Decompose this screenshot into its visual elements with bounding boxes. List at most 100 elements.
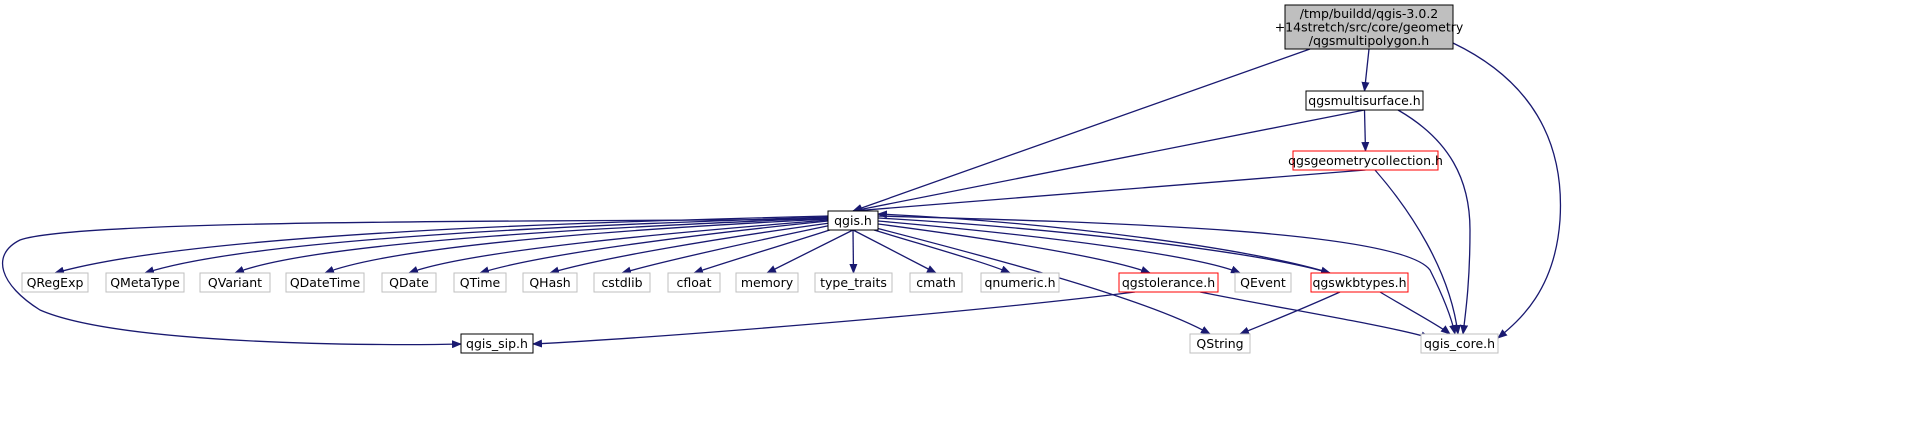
node-label: qgsmultisurface.h <box>1308 93 1420 108</box>
nodes-layer: /tmp/buildd/qgis-3.0.2+14stretch/src/cor… <box>21 4 1499 354</box>
node-box <box>827 210 879 231</box>
node-qgswkbtypes[interactable]: qgswkbtypes.h <box>1310 272 1409 293</box>
node-label: /qgsmultipolygon.h <box>1309 33 1429 48</box>
edge-qgsmultisurface-to-qgis_core <box>1397 109 1471 335</box>
edge-qgstolerance-to-qgis_sip <box>532 291 1136 348</box>
node-label: qgstolerance.h <box>1122 275 1215 290</box>
edge-qgis-to-memory <box>766 229 854 274</box>
edge-qgis-to-qgis_core <box>877 215 1458 335</box>
node-QMetaType[interactable]: QMetaType <box>105 272 185 293</box>
node-label: /tmp/buildd/qgis-3.0.2 <box>1300 6 1439 21</box>
node-box <box>460 333 534 354</box>
edge-qgis-to-cstdlib <box>621 224 833 275</box>
node-cmath[interactable]: cmath <box>909 272 963 293</box>
node-QTime[interactable]: QTime <box>453 272 507 293</box>
node-QEvent[interactable]: QEvent <box>1234 272 1292 293</box>
node-QVariant[interactable]: QVariant <box>199 272 271 293</box>
edge-qgis-to-QEvent <box>877 220 1241 274</box>
node-box <box>1189 333 1251 354</box>
edge-qgis-to-QRegExp <box>54 215 829 275</box>
node-box <box>199 272 271 293</box>
node-QHash[interactable]: QHash <box>522 272 578 293</box>
edge-qgsmultisurface-to-qgis <box>852 109 1365 214</box>
edge-qgis-to-type_traits <box>849 229 858 274</box>
node-label: type_traits <box>820 275 887 290</box>
node-qgsmultisurface[interactable]: qgsmultisurface.h <box>1305 90 1424 111</box>
edge-qgis-to-QTime <box>479 220 829 275</box>
edge-qgswkbtypes-to-qgis <box>877 210 1331 274</box>
node-box <box>909 272 963 293</box>
node-box <box>1420 333 1499 354</box>
edge-qgis-to-QMetaType <box>144 216 829 275</box>
node-label: cmath <box>916 275 956 290</box>
node-QRegExp[interactable]: QRegExp <box>21 272 89 293</box>
node-QDate[interactable]: QDate <box>381 272 437 293</box>
node-label: QEvent <box>1240 275 1286 290</box>
node-label: qgis.h <box>834 213 872 228</box>
edge-qgswkbtypes-to-qgis_core <box>1379 291 1451 335</box>
node-qgstolerance[interactable]: qgstolerance.h <box>1118 272 1219 293</box>
edge-qgis-to-QDateTime <box>324 218 829 274</box>
node-type_traits[interactable]: type_traits <box>814 272 893 293</box>
node-label: qgis_sip.h <box>466 336 528 351</box>
node-QDateTime[interactable]: QDateTime <box>285 272 365 293</box>
node-memory[interactable]: memory <box>735 272 799 293</box>
node-label: qgsgeometrycollection.h <box>1288 153 1443 168</box>
node-QString[interactable]: QString <box>1189 333 1251 354</box>
edge-qgis-to-QDate <box>408 219 829 274</box>
node-box <box>593 272 651 293</box>
node-qgis_sip[interactable]: qgis_sip.h <box>460 333 534 354</box>
node-qgis_core[interactable]: qgis_core.h <box>1420 333 1499 354</box>
edge-qgis-to-qgis_sip <box>2 218 829 349</box>
node-box <box>1284 4 1454 50</box>
node-qgsgeometrycollection[interactable]: qgsgeometrycollection.h <box>1288 150 1443 171</box>
node-label: QTime <box>460 275 501 290</box>
node-root[interactable]: /tmp/buildd/qgis-3.0.2+14stretch/src/cor… <box>1275 4 1464 50</box>
node-qgis[interactable]: qgis.h <box>827 210 879 231</box>
node-label: cstdlib <box>601 275 642 290</box>
node-label: QDateTime <box>290 275 361 290</box>
node-box <box>1310 272 1409 293</box>
edge-qgswkbtypes-to-QString <box>1239 291 1341 335</box>
edge-qgis-to-qgswkbtypes <box>877 217 1331 275</box>
node-label: cfloat <box>677 275 712 290</box>
node-label: QHash <box>529 275 570 290</box>
node-box <box>285 272 365 293</box>
edge-qgis-to-QString <box>875 227 1211 335</box>
node-box <box>1292 150 1439 171</box>
edge-qgsgeometrycollection-to-qgis_core <box>1374 169 1461 335</box>
node-qnumeric[interactable]: qnumeric.h <box>980 272 1060 293</box>
node-box <box>453 272 507 293</box>
node-label: QString <box>1196 336 1243 351</box>
edge-qgis-to-qnumeric <box>873 229 1011 274</box>
node-label: QMetaType <box>110 275 180 290</box>
node-box <box>814 272 893 293</box>
node-cfloat[interactable]: cfloat <box>667 272 721 293</box>
node-label: QVariant <box>208 275 262 290</box>
node-box <box>735 272 799 293</box>
edge-qgsmultisurface-to-qgsgeometrycollection <box>1361 109 1370 152</box>
node-box <box>1234 272 1292 293</box>
node-box <box>1118 272 1219 293</box>
node-label: qgis_core.h <box>1424 336 1495 351</box>
edge-qgis-to-QHash <box>549 222 831 275</box>
node-box <box>381 272 437 293</box>
node-label: qnumeric.h <box>984 275 1055 290</box>
edge-qgis-to-QVariant <box>234 217 829 274</box>
node-box <box>21 272 89 293</box>
edge-qgstolerance-to-qgis_core <box>1199 291 1431 340</box>
edge-qgis-to-cmath <box>852 229 937 274</box>
node-box <box>1305 90 1424 111</box>
edge-root-to-qgis_core <box>1452 42 1562 339</box>
node-label: +14stretch/src/core/geometry <box>1275 20 1464 35</box>
node-box <box>980 272 1060 293</box>
edge-qgis-to-cfloat <box>693 227 837 274</box>
edge-root-to-qgsmultisurface <box>1361 48 1370 92</box>
node-label: QRegExp <box>27 275 84 290</box>
node-label: qgswkbtypes.h <box>1312 275 1406 290</box>
edge-qgsgeometrycollection-to-qgis <box>852 169 1366 215</box>
node-cstdlib[interactable]: cstdlib <box>593 272 651 293</box>
node-box <box>105 272 185 293</box>
edges-layer <box>2 42 1562 349</box>
